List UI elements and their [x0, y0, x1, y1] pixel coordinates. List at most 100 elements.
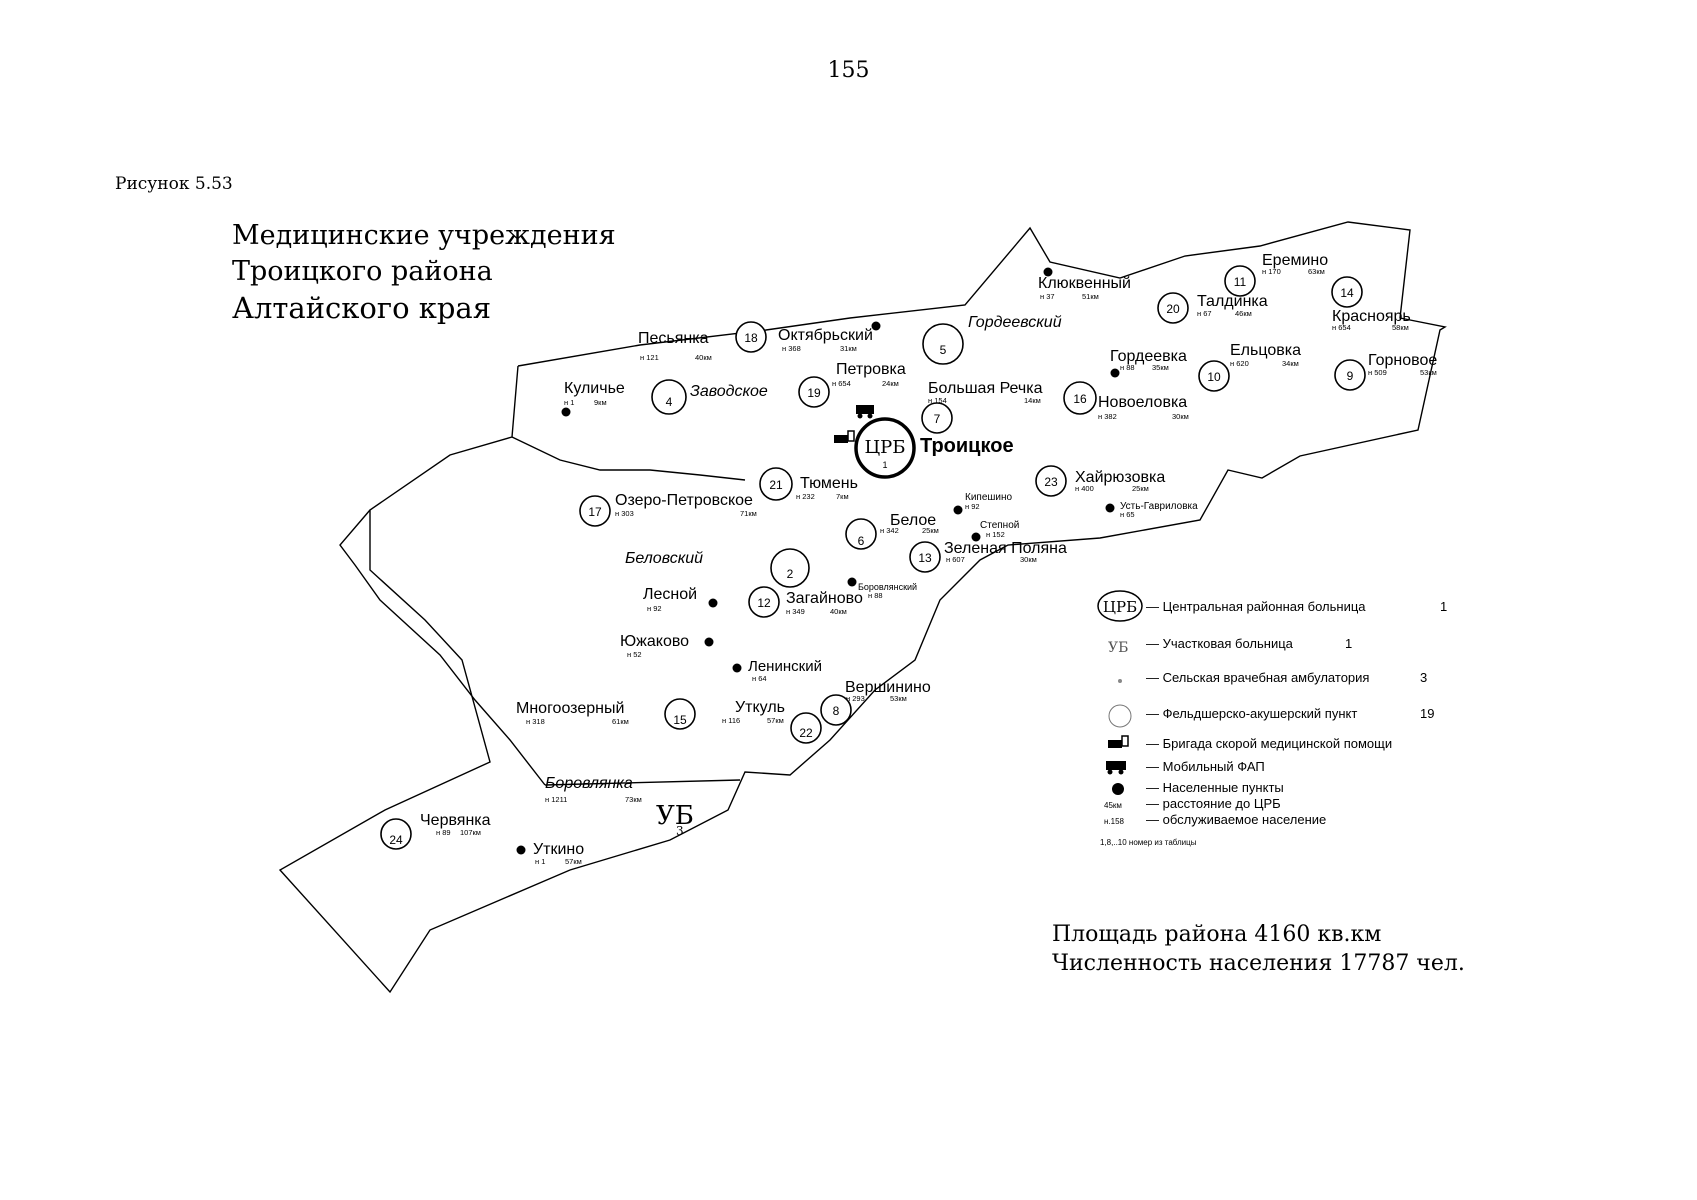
svg-text:30км: 30км — [1020, 555, 1037, 564]
place-zagaynovo: 12 Загайново н 349 40км — [748, 586, 863, 618]
svg-text:н 92: н 92 — [647, 604, 662, 613]
svg-text:ЦРБ: ЦРБ — [864, 437, 905, 458]
svg-text:1: 1 — [882, 460, 887, 470]
svg-text:14км: 14км — [1024, 396, 1041, 405]
svg-text:4: 4 — [666, 395, 673, 409]
svg-text:Тюмень: Тюмень — [800, 475, 858, 492]
place-novoelovka: 16 Новоеловка н 382 30км — [1063, 381, 1189, 421]
subdistrict-gordeevsky: Гордеевский — [968, 314, 1062, 331]
subdistrict-borovlyanka: Боровлянка — [545, 775, 633, 792]
svg-text:57км: 57км — [565, 857, 582, 866]
svg-text:Октябрьский: Октябрьский — [778, 327, 873, 344]
place-eltsovka: Ельцовка н 620 34км 10 — [1198, 342, 1301, 392]
place-beloe: Белое н 342 25км 6 — [845, 512, 939, 550]
svg-text:н 152: н 152 — [986, 530, 1005, 539]
legend-item-distance: — расстояние до ЦРБ — [1146, 796, 1281, 811]
legend-ambulance-icon — [1108, 735, 1129, 748]
svg-text:н 154: н 154 — [928, 396, 947, 405]
svg-text:53км: 53км — [890, 694, 907, 703]
subdistrict-belovsky: Беловский — [625, 550, 703, 567]
district-border-inner — [511, 436, 746, 481]
svg-text:107км: 107км — [460, 828, 481, 837]
svg-text:Клюквенный: Клюквенный — [1038, 275, 1131, 292]
district-border — [278, 221, 1447, 994]
place-ozero-petrovskoe: 17 Озеро-Петровское н 303 71км — [579, 492, 757, 527]
svg-text:Усть-Гавриловка: Усть-Гавриловка — [1120, 501, 1198, 512]
svg-text:23: 23 — [1044, 475, 1058, 489]
svg-text:11: 11 — [1234, 275, 1247, 289]
svg-text:н 65: н 65 — [1120, 510, 1135, 519]
svg-text:21: 21 — [769, 478, 783, 492]
place-ust-gavrilovka: Усть-Гавриловка н 65 — [1105, 501, 1198, 519]
svg-text:61км: 61км — [612, 717, 629, 726]
legend-count-fap: 19 — [1420, 706, 1434, 721]
svg-text:н 1: н 1 — [535, 857, 545, 866]
svg-text:УБ: УБ — [656, 801, 694, 831]
place-gornovoe: Горновое н 509 53км 9 — [1334, 352, 1437, 391]
place-tyumen: 21 Тюмень н 232 7км — [759, 467, 858, 501]
place-gordeevka: Гордеевка н 88 35км — [1110, 348, 1187, 378]
mobile-fap-icon — [856, 405, 874, 419]
svg-text:н 620: н 620 — [1230, 359, 1249, 368]
svg-text:Гордеевка: Гордеевка — [1110, 348, 1187, 365]
legend-count-ub: 1 — [1345, 636, 1352, 651]
legend-item-crb: — Центральная районная больница — [1146, 599, 1366, 614]
svg-text:Хайрюзовка: Хайрюзовка — [1075, 469, 1165, 486]
svg-text:18: 18 — [744, 331, 758, 345]
legend-item-ambulatory: — Сельская врачебная амбулатория — [1146, 670, 1369, 685]
place-mnogoozerny: Многоозерный н 318 61км 15 — [516, 698, 696, 730]
svg-text:н 1: н 1 — [564, 398, 574, 407]
svg-text:24: 24 — [389, 833, 403, 847]
ambulance-brigade-icon — [834, 430, 855, 443]
svg-text:Ельцовка: Ельцовка — [1230, 342, 1301, 359]
svg-text:н 37: н 37 — [1040, 292, 1055, 301]
place-oktyabrsky: Октябрьский н 368 31км — [778, 321, 881, 353]
svg-text:3: 3 — [676, 824, 684, 838]
place-borovlyanka: н 1211 73км — [545, 795, 642, 804]
svg-text:Талдинка: Талдинка — [1197, 293, 1268, 310]
svg-text:40км: 40км — [695, 353, 712, 362]
place-khairyuzovka: 23 Хайрюзовка н 400 25км — [1035, 465, 1165, 497]
svg-text:Боровлянский: Боровлянский — [858, 582, 917, 592]
legend-ambulatory-symbol — [1118, 679, 1122, 683]
svg-text:н 88: н 88 — [868, 591, 883, 600]
svg-text:15: 15 — [673, 713, 687, 727]
svg-text:51км: 51км — [1082, 292, 1099, 301]
svg-text:Кипешино: Кипешино — [965, 492, 1013, 503]
svg-text:58км: 58км — [1392, 323, 1409, 332]
svg-text:2: 2 — [787, 567, 794, 581]
svg-text:10: 10 — [1207, 370, 1221, 384]
svg-text:25км: 25км — [922, 526, 939, 535]
svg-text:Большая Речка: Большая Речка — [928, 380, 1043, 397]
svg-text:Загайново: Загайново — [786, 590, 863, 607]
place-zelenaya-polyana: 13 Зеленая Поляна н 607 30км — [909, 540, 1067, 573]
svg-text:н 654: н 654 — [832, 379, 851, 388]
svg-text:Белое: Белое — [890, 512, 936, 529]
legend-count-crb: 1 — [1440, 599, 1447, 614]
svg-text:н 1211: н 1211 — [545, 795, 567, 804]
svg-text:н 342: н 342 — [880, 526, 899, 535]
legend-item-settlement: — Населенные пункты — [1146, 780, 1284, 795]
place-leninsky: Ленинский н 64 — [732, 658, 822, 683]
svg-text:Степной: Степной — [980, 520, 1019, 531]
legend-settlement-symbol — [1112, 783, 1124, 795]
svg-text:12: 12 — [757, 596, 771, 610]
svg-text:30км: 30км — [1172, 412, 1189, 421]
svg-text:16: 16 — [1073, 392, 1087, 406]
svg-text:Петровка: Петровка — [836, 361, 906, 378]
legend-item-mobile-fap: — Мобильный ФАП — [1146, 759, 1265, 774]
svg-text:Уткуль: Уткуль — [735, 699, 785, 716]
place-utkul: Уткуль н 116 57км 22 — [722, 699, 822, 744]
svg-text:5: 5 — [940, 343, 947, 357]
map-title-line-2: Троицкого района — [232, 256, 493, 287]
legend-item-fap: — Фельдшерско-акушерский пункт — [1146, 706, 1357, 721]
place-utkino: Уткино н 1 57км — [516, 841, 584, 866]
svg-text:7: 7 — [934, 412, 941, 426]
place-chervyanka: 24 Червянка н 89 107км — [380, 812, 491, 850]
map-title-line-3: Алтайского края — [232, 291, 492, 325]
svg-text:Южаково: Южаково — [620, 633, 689, 650]
svg-text:Новоеловка: Новоеловка — [1098, 394, 1187, 411]
legend-population-sample: н.158 — [1104, 817, 1125, 826]
place-krasnoyar: 14 Красноярь н 654 58км — [1331, 276, 1411, 332]
